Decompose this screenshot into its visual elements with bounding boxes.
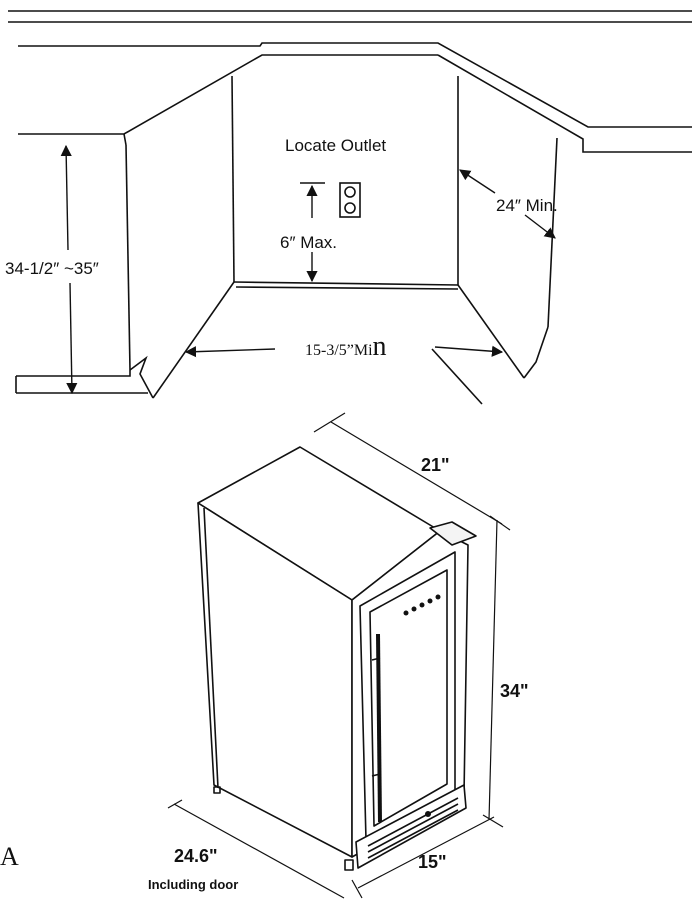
side-depth-label: 24″ Min. (496, 196, 558, 215)
opening-width-label: 15-3/5”Min (305, 331, 387, 362)
door-depth-dimension (167, 799, 345, 899)
floor-back-edge-2 (235, 286, 459, 290)
cabinet-height-label: 34-1/2″ ~35″ (5, 259, 99, 278)
door-depth-label: 24.6" (174, 846, 218, 866)
rear-foot (213, 786, 221, 794)
opening-width-text: 15-3/5”Mi (305, 342, 373, 359)
countertop-top-edge (18, 42, 692, 128)
back-wall-left (231, 75, 235, 283)
opening-width-dimension (184, 345, 504, 358)
cabinet-niche-diagram (8, 10, 692, 405)
countertop-left-edge (18, 54, 438, 135)
floor-back-edge (233, 281, 459, 286)
outlet-height-label: 6″ Max. (280, 233, 337, 252)
outlet-height-dimension (300, 182, 325, 283)
height-label: 34" (500, 681, 529, 701)
door-depth-note: Including door (148, 877, 238, 892)
door-glass (369, 569, 448, 827)
stray-mark: A (0, 842, 19, 871)
bottom-grille (355, 784, 467, 869)
left-base (16, 370, 131, 377)
door-hinge-cap (429, 521, 477, 546)
opening-width-text-end: n (373, 331, 387, 362)
side-depth-dimension (459, 169, 556, 239)
front-foot (344, 859, 354, 871)
left-base-break (129, 355, 154, 399)
floor-right-diagonal (457, 284, 525, 379)
floor-left-diagonal (152, 281, 235, 399)
depth-dimension (313, 412, 511, 531)
outlet-label: Locate Outlet (285, 136, 386, 155)
wine-cooler-diagram (197, 446, 477, 871)
door-handle (376, 633, 382, 823)
width-dimension (351, 816, 495, 899)
outlet-icon (339, 182, 361, 218)
width-label: 15" (418, 852, 447, 872)
floor-right-shadow (431, 348, 483, 405)
countertop-left-cut (123, 133, 127, 146)
control-panel-icons (403, 594, 441, 817)
countertop-right-edge (437, 54, 692, 153)
right-cabinet-break (523, 326, 549, 379)
left-cabinet-front (125, 144, 131, 371)
depth-label: 21" (421, 455, 450, 475)
right-cabinet-side (547, 137, 558, 328)
height-dimension (482, 519, 504, 828)
cabinet-height-dimension (60, 144, 78, 395)
